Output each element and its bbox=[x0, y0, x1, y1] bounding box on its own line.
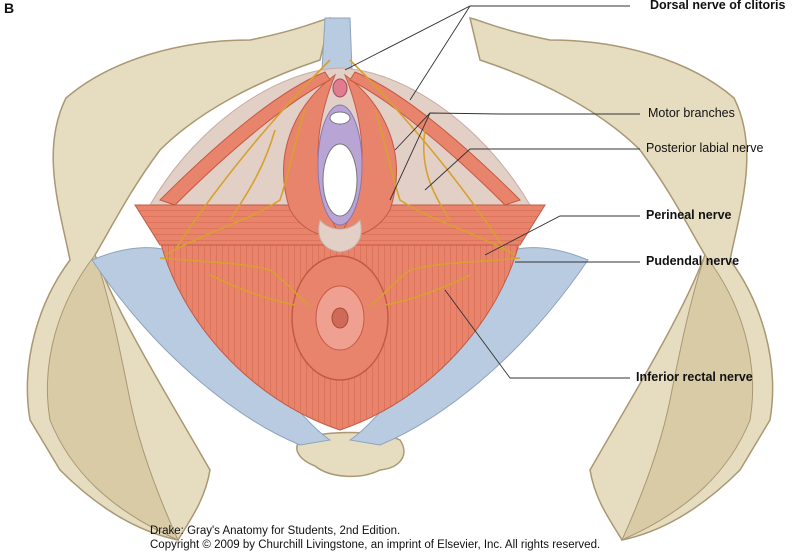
leader-inferior-rectal bbox=[444, 289, 630, 379]
right-dorsal-nerve bbox=[349, 59, 506, 251]
right-pudendal-nerve bbox=[369, 257, 521, 306]
clitoris bbox=[332, 78, 348, 98]
left-posterior-labial-nerve bbox=[229, 129, 276, 221]
label-perineal-nerve: Perineal nerve bbox=[646, 208, 732, 222]
label-dorsal-nerve-of-clitoris: Dorsal nerve of clitoris bbox=[650, 0, 786, 12]
label-pudendal-nerve: Pudendal nerve bbox=[646, 254, 740, 268]
left-inferior-rectal-nerve bbox=[209, 274, 296, 306]
pelvic-bones bbox=[26, 17, 774, 541]
nerves bbox=[159, 59, 521, 306]
right-ischial-region bbox=[621, 253, 753, 541]
left-ischial-region bbox=[47, 253, 179, 541]
credit-line-1: Drake: Gray's Anatomy for Students, 2nd … bbox=[150, 525, 401, 537]
label-posterior-labial-nerve: Posterior labial nerve bbox=[646, 141, 764, 155]
vaginal-opening bbox=[322, 143, 358, 217]
pubic-symphysis bbox=[321, 17, 353, 71]
left-perineal-nerve bbox=[164, 109, 306, 256]
label-motor-branches: Motor branches bbox=[648, 106, 735, 120]
panel-letter: B bbox=[4, 0, 15, 16]
urethral-opening bbox=[329, 111, 351, 125]
anus bbox=[331, 307, 349, 329]
leader-motor-branches bbox=[389, 112, 640, 201]
leader-lines bbox=[344, 5, 640, 379]
leader-posterior-labial bbox=[424, 148, 640, 191]
label-inferior-rectal-nerve: Inferior rectal nerve bbox=[636, 370, 753, 384]
right-inferior-rectal-nerve bbox=[384, 274, 471, 306]
leader-perineal-nerve bbox=[484, 215, 640, 256]
left-dorsal-nerve bbox=[174, 59, 331, 251]
perineal-body bbox=[318, 218, 362, 253]
vestibule bbox=[317, 78, 363, 226]
credit-line-2: Copyright © 2009 by Churchill Livingston… bbox=[150, 539, 601, 551]
leader-dorsal-nerve bbox=[344, 5, 630, 101]
right-perineal-nerve bbox=[374, 109, 516, 256]
left-pudendal-nerve bbox=[159, 257, 311, 306]
